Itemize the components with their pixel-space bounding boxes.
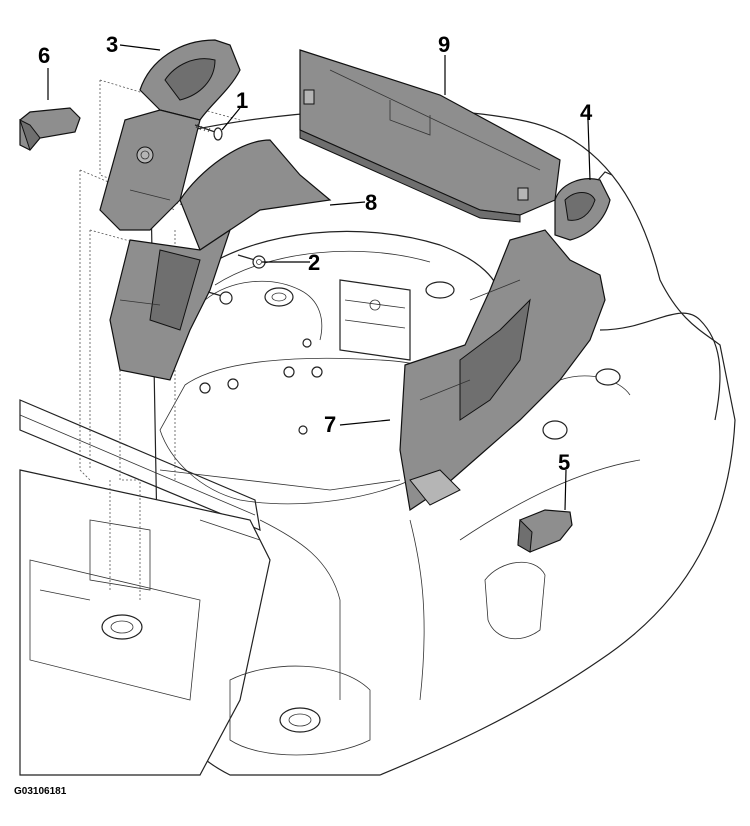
part-9-parcel-shelf-panel [299, 49, 561, 223]
callout-3: 3 [106, 32, 118, 57]
part-7-right-trim-panel [399, 229, 606, 512]
leader-lines [47, 44, 591, 511]
figure-code: G03106181 [14, 786, 67, 797]
part-6-end-cap [19, 107, 81, 152]
callout-2: 2 [308, 250, 320, 275]
callout-1: 1 [236, 88, 248, 113]
part-5-end-cap [517, 509, 573, 553]
callout-8: 8 [365, 190, 377, 215]
callout-4: 4 [580, 100, 593, 125]
callout-9: 9 [438, 32, 450, 57]
floor-fasteners [199, 338, 323, 435]
part-8-left-trim-panel [109, 139, 332, 381]
callout-6: 6 [38, 43, 50, 68]
part-3-upper-bracket [99, 39, 241, 231]
callout-numbers: 1 2 3 4 5 6 7 8 9 [38, 32, 593, 475]
part-1-screw [194, 123, 223, 141]
callout-5: 5 [558, 450, 570, 475]
part-4-right-bracket [554, 171, 613, 241]
callout-7: 7 [324, 412, 336, 437]
part-2-bolts [207, 254, 266, 305]
